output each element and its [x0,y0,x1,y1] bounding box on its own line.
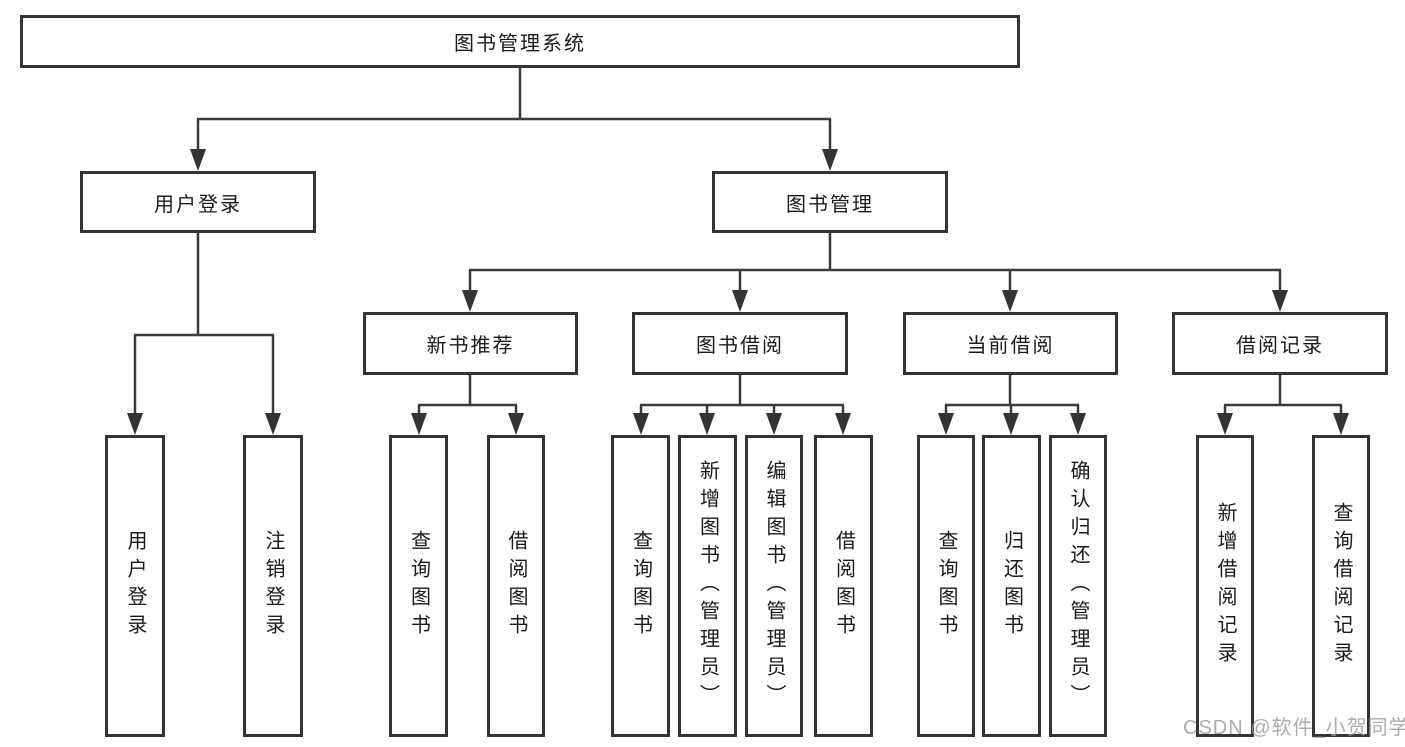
node-label: 图书借阅 [696,335,784,357]
leaf-add-books-admin: 新增图书（管理员） [678,435,737,737]
leaf-return-books: 归还图书 [982,435,1041,737]
leaf-query-books-newrec: 查询图书 [389,435,448,737]
node-label: 当前借阅 [966,335,1055,357]
node-label: 查询图书 [407,530,430,642]
node-label: 新增借阅记录 [1214,502,1236,670]
leaf-query-borrow-record: 查询借阅记录 [1312,435,1370,737]
node-book-borrowing: 图书借阅 [632,312,848,375]
node-label: 查询借阅记录 [1330,502,1352,670]
node-label: 借阅图书 [505,530,527,642]
leaf-edit-books-admin: 编辑图书（管理员） [745,435,803,737]
node-new-book-recommend: 新书推荐 [363,312,578,375]
node-label: 图书管理系统 [454,33,586,55]
node-borrowing-records: 借阅记录 [1172,312,1388,375]
arrowheads [127,149,1349,435]
node-book-management: 图书管理 [712,171,948,233]
leaf-user-login: 用户登录 [105,435,165,737]
leaf-add-borrow-record: 新增借阅记录 [1196,435,1254,737]
node-label: 编辑图书（管理员） [763,460,785,712]
csdn-watermark: CSDN @软件_小贺同学 [1183,717,1405,739]
leaf-borrow-books-newrec: 借阅图书 [487,435,545,737]
leaf-query-books-current: 查询图书 [917,435,975,737]
node-label: 用户登录 [124,530,146,642]
node-label: 确认归还（管理员） [1067,460,1089,712]
leaf-borrow-books: 借阅图书 [814,435,873,737]
node-label: 借阅记录 [1236,335,1324,357]
node-label: 用户登录 [154,193,242,216]
node-user-login: 用户登录 [80,171,316,233]
node-library-management-system: 图书管理系统 [20,15,1020,68]
leaf-logout: 注销登录 [243,435,303,737]
node-label: 新书推荐 [426,335,515,357]
node-label: 归还图书 [1000,530,1023,642]
leaf-query-books-borrow: 查询图书 [611,435,670,737]
node-label: 新增图书（管理员） [696,460,719,712]
node-label: 注销登录 [262,530,284,642]
leaf-confirm-return-admin: 确认归还（管理员） [1049,435,1107,737]
node-current-borrowing: 当前借阅 [903,312,1118,375]
node-label: 查询图书 [629,530,652,642]
node-label: 图书管理 [786,193,874,216]
node-label: 借阅图书 [832,530,855,642]
node-label: 查询图书 [935,530,957,642]
